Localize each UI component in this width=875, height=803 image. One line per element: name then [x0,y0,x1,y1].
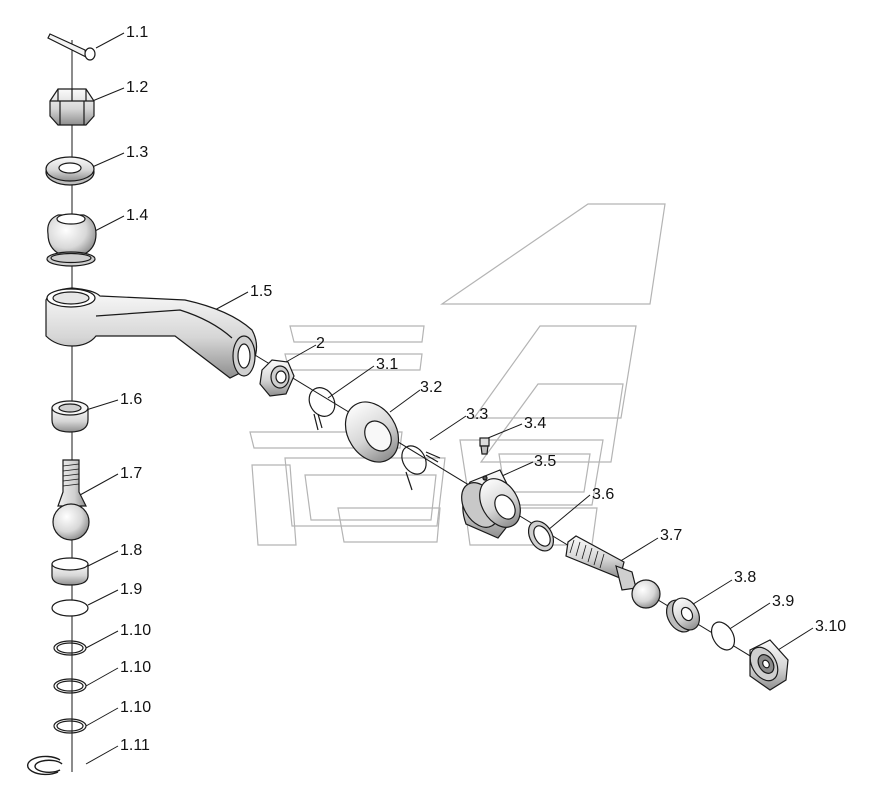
label-1-8: 1.8 [120,542,143,559]
ball-stud-3-7 [565,535,661,609]
label-1-10: 1.10 [120,622,152,639]
label-1-9: 1.9 [120,581,143,598]
plug-3-10 [749,639,789,691]
label-3-3: 3.3 [466,406,489,423]
label-1-5: 1.5 [250,283,273,300]
label-1-3: 1.3 [126,144,149,161]
circlip-1-11 [26,755,63,776]
label-1-2: 1.2 [126,79,149,96]
washer-1-3 [45,156,95,186]
label-3-10: 3.10 [815,618,847,635]
ball-stud-1-7 [52,459,90,541]
label-3-2: 3.2 [420,379,443,396]
label-1-11: 1.11 [120,737,150,754]
label-1-10: 1.10 [120,699,152,716]
label-1-6: 1.6 [120,391,143,408]
disc-1-9 [51,599,89,617]
dust-boot-1-4 [46,213,97,267]
label-2: 2 [316,335,325,352]
bearing-cup-1-6 [51,400,89,433]
grease-nipple-3-4 [479,437,490,455]
castle-nut-1-2 [49,88,95,126]
label-1-1: 1.1 [126,24,149,41]
label-3-9: 3.9 [772,593,795,610]
spring-clip-3-3 [401,445,441,491]
assembly-axis-lines [71,40,771,772]
ring-1-8 [51,557,89,586]
label-1-7: 1.7 [120,465,143,482]
dust-seal-3-2 [344,401,400,463]
cup-3-8 [665,597,701,633]
shims-1-10 [53,640,87,734]
label-3-7: 3.7 [660,527,683,544]
spring-clip-3-1 [308,387,336,431]
leader-lines [79,32,814,765]
nut-2 [259,359,295,397]
drop-arm-1-5 [45,287,258,379]
housing-3-5 [461,469,521,539]
split-pin-1-1 [47,33,96,61]
label-3-4: 3.4 [524,415,547,432]
label-3-6: 3.6 [592,486,615,503]
label-1-4: 1.4 [126,207,149,224]
label-3-8: 3.8 [734,569,757,586]
disc-3-9 [710,621,736,651]
label-1-10: 1.10 [120,659,152,676]
label-3-5: 3.5 [534,453,557,470]
label-3-1: 3.1 [376,356,399,373]
seal-ring-3-6 [527,520,555,552]
